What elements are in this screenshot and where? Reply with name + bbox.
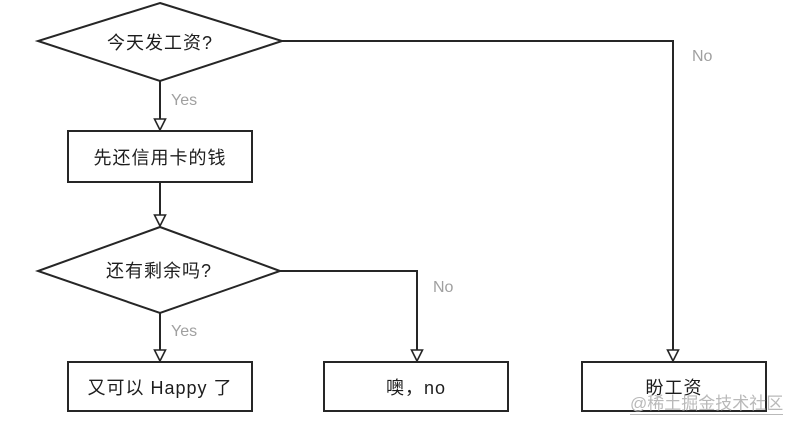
- process-happy-shape: [67, 361, 253, 412]
- decision-surplus-shape: [34, 225, 283, 315]
- edge-label-payday-no: No: [692, 48, 713, 65]
- edge-surplus-no-line: [280, 270, 418, 350]
- edge-label-surplus-yes: Yes: [171, 323, 198, 340]
- watermark: @稀土掘金技术社区: [630, 394, 784, 415]
- process-oh-no-shape: [323, 361, 509, 412]
- decision-payday-shape: [34, 1, 286, 83]
- process-await-salary-shape: [581, 361, 767, 412]
- arrowhead-icon: [153, 349, 167, 363]
- arrowhead-icon: [153, 118, 167, 132]
- edge-label-surplus-no: No: [433, 279, 454, 296]
- edge-label-payday-yes: Yes: [171, 92, 198, 109]
- edge-payday-no-line: [282, 40, 674, 350]
- arrowhead-icon: [666, 349, 680, 363]
- arrowhead-icon: [153, 214, 167, 228]
- process-repay-credit-card-shape: [67, 130, 253, 183]
- arrowhead-icon: [410, 349, 424, 363]
